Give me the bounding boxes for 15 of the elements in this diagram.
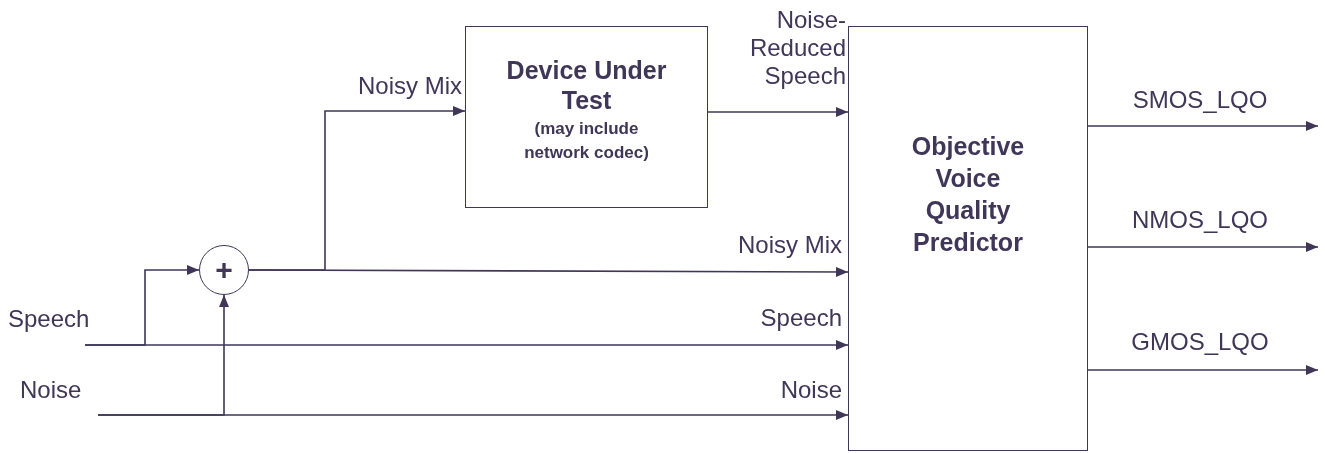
arrow [1087, 242, 1319, 252]
process-box [848, 26, 1088, 451]
arrow [1087, 121, 1319, 131]
signal-label: Speech [8, 304, 118, 345]
arrow [84, 340, 849, 350]
signal-label: Noise [20, 375, 110, 415]
box-title: Objective Voice Quality Predictor [910, 130, 1026, 258]
arrow [1087, 365, 1319, 375]
arrow [707, 107, 849, 117]
arrow [248, 266, 849, 277]
process-box [465, 26, 708, 208]
summing-junction: + [199, 245, 249, 295]
box-title: Device Under Test [505, 55, 668, 115]
box-subtitle: (may include network codec) [523, 118, 650, 164]
arrow [97, 410, 849, 420]
